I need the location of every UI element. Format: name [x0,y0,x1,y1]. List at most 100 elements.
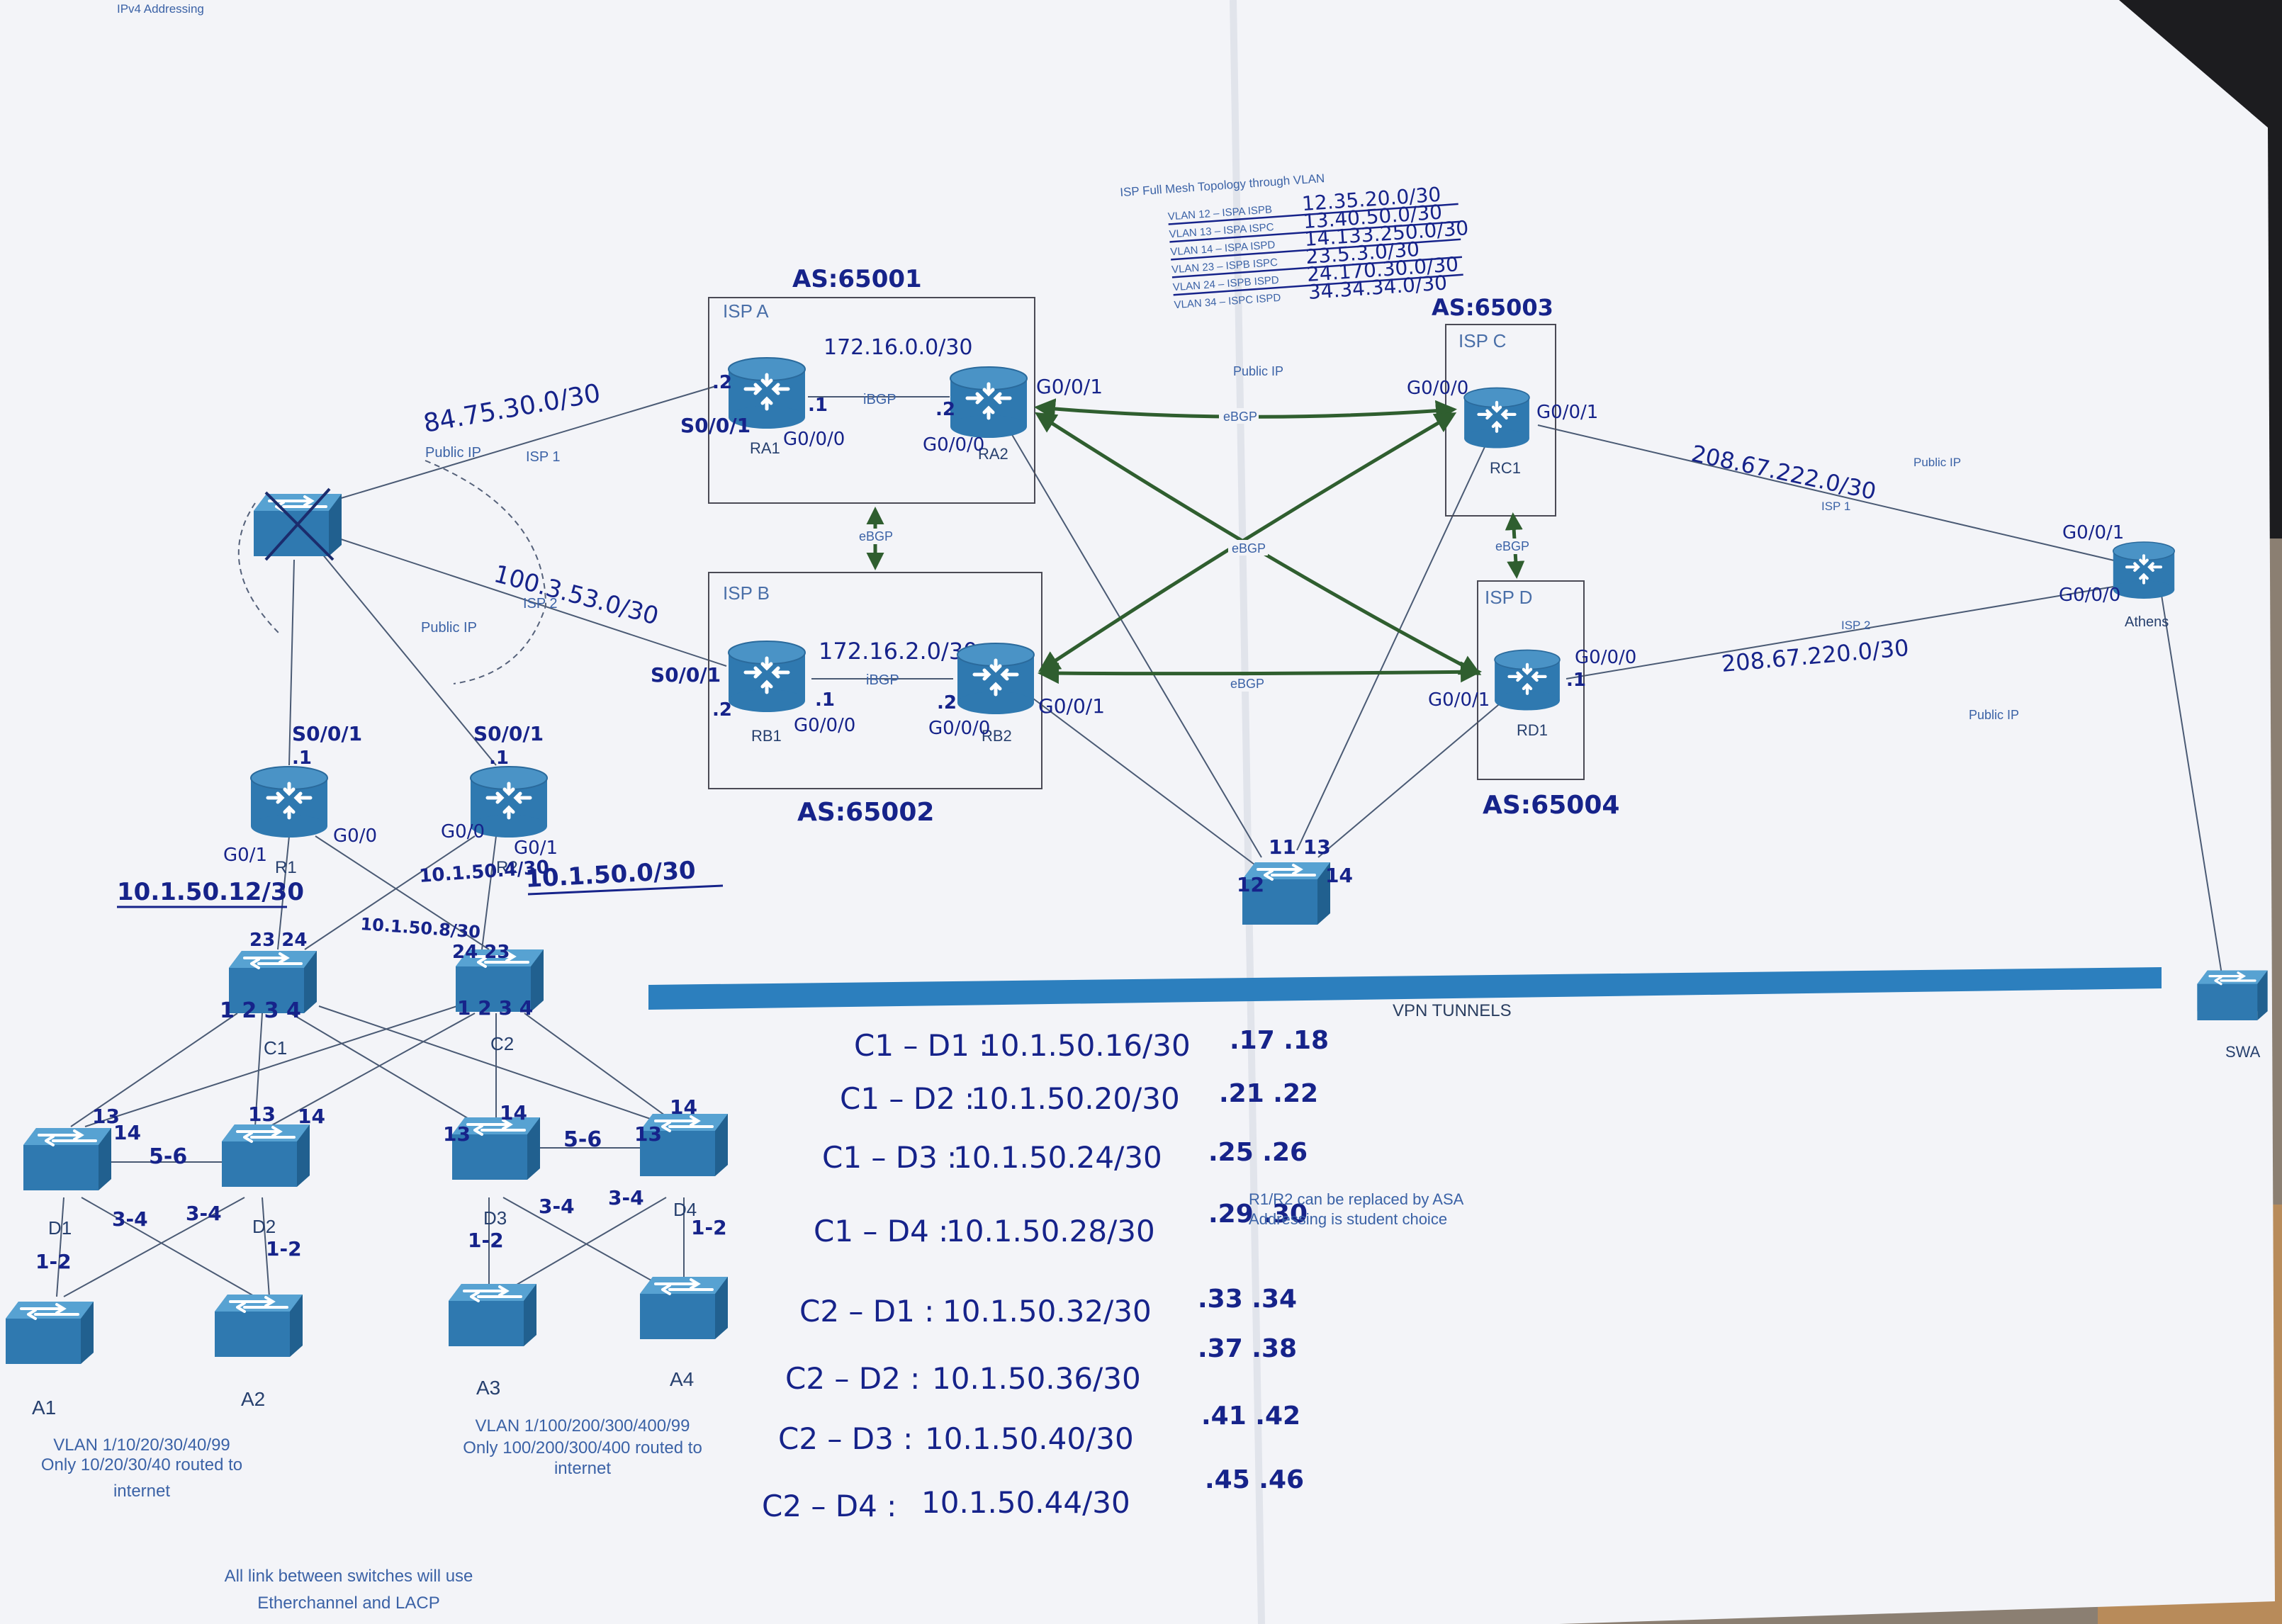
port-34: 3-4 [186,1202,222,1225]
rb2-port: G0/0/0 [928,718,990,739]
isp-a-subnet: 172.16.0.0/30 [824,335,973,360]
router-r1[interactable] [251,767,327,838]
switch-a1[interactable] [4,1300,95,1365]
isp-c-title: ISP C [1458,330,1506,351]
dot-1: .1 [815,689,835,711]
port-14: 14 [298,1105,325,1128]
d-pair-12: 5-6 [149,1144,187,1169]
label-r2: R2 [496,858,518,877]
isp-b-as: AS:65002 [797,798,934,827]
tunnel-net: 10.1.50.32/30 [943,1294,1152,1329]
public-ip-label: Public IP [1233,364,1283,378]
label-athens: Athens [2125,614,2169,630]
port-34: 3-4 [112,1207,148,1231]
c2-uplinks: 24 23 [452,942,510,963]
dot-2: .2 [712,699,732,721]
port-13: 13 [248,1103,276,1126]
isp-b-title: ISP B [723,582,770,604]
port-34: 3-4 [539,1195,575,1218]
label-swa: SWA [2225,1043,2261,1061]
isp-c-as: AS:65003 [1432,294,1553,321]
switch-a2[interactable] [213,1293,304,1358]
vpn-banner-title: VPN TUNNELS [1393,1001,1512,1020]
d-pair-34: 5-6 [563,1127,602,1152]
vlan-note-left: VLAN 1/10/20/30/40/99 [53,1436,230,1455]
isp1-right-label: ISP 1 [1821,500,1850,513]
asa-note: Addressing is student choice [1249,1210,1447,1228]
tunnel-net: 10.1.50.44/30 [921,1485,1130,1520]
vlan-note-right: VLAN 1/100/200/300/400/99 [476,1416,690,1436]
port-12: 1-2 [35,1250,72,1273]
doc-header: IPv4 Addressing [117,2,204,16]
isp-b-subnet: 172.16.2.0/30 [819,638,978,665]
port-13: 13 [634,1122,662,1146]
label-ra2: RA2 [978,445,1008,463]
router-ra2[interactable] [950,367,1027,438]
router-rd1[interactable] [1495,650,1560,711]
rd1-out-port: G0/0/0 [1575,647,1636,668]
port-14: 14 [670,1095,697,1119]
dot-1: .1 [489,748,509,769]
tunnel-net: 10.1.50.28/30 [946,1214,1155,1248]
switch-edge-crossed[interactable] [252,487,343,561]
port-12: 1-2 [691,1216,727,1239]
etherchannel-note: All link between switches will use [225,1567,473,1586]
label-d2: D2 [252,1216,276,1237]
label-a1: A1 [32,1397,56,1419]
router-rb2[interactable] [957,643,1034,714]
tunnel-pair: C2 – D2 : [785,1361,920,1396]
port-13: 13 [443,1122,471,1146]
vpn-tunnel-list: C1 – D1 : 10.1.50.16/30 .17 .18 C1 – D2 … [762,1026,1329,1523]
isp2-left-label: ISP 2 [523,596,558,611]
switch-a3[interactable] [447,1282,538,1348]
ra2-port: G0/0/0 [923,434,984,456]
switch-swa[interactable] [2196,969,2269,1022]
vpn-banner-bar [648,967,2162,1010]
athens-bottom-port: G0/0/0 [2059,585,2120,606]
public-ip-label: Public IP [1969,708,2019,722]
rc1-out-port: G0/0/1 [1536,402,1598,423]
isp-a-title: ISP A [723,300,769,322]
r1-left-port: G0/1 [223,845,267,866]
ra2-out-port: G0/0/1 [1036,375,1103,398]
tunnel-hosts: .21 .22 [1219,1079,1318,1108]
label-rb1: RB1 [751,727,782,745]
switch-a4[interactable] [639,1275,729,1341]
ebgp-label: eBGP [1230,677,1264,691]
r2-left-port: G0/0 [441,821,485,842]
label-rb2: RB2 [982,727,1012,745]
tunnel-net: 10.1.50.40/30 [925,1421,1134,1456]
label-c2: C2 [490,1033,514,1054]
switch-d2[interactable] [220,1123,311,1188]
tunnel-net: 10.1.50.16/30 [982,1028,1191,1063]
rd1-in-port: G0/0/1 [1428,689,1490,711]
sw-port-right: 14 [1325,864,1353,887]
tunnel-pair: C1 – D1 : [854,1028,989,1063]
label-d1: D1 [48,1217,72,1239]
router-rb1[interactable] [729,641,805,712]
rb1-port: G0/0/0 [794,715,855,736]
public-ip-label: Public IP [1913,456,1961,469]
tunnel-pair: C1 – D4 : [814,1214,948,1248]
switch-d1[interactable] [22,1127,113,1192]
port-14: 14 [113,1121,141,1144]
label-rd1: RD1 [1517,721,1548,739]
vlan-note-right: internet [554,1459,611,1478]
c1-ports: 1 2 3 4 [220,998,301,1023]
isp2-right-label: ISP 2 [1841,619,1870,632]
tunnel-net: 10.1.50.20/30 [971,1081,1180,1116]
router-athens[interactable] [2113,542,2174,599]
c1-uplinks: 23 24 [249,930,307,951]
tunnel-hosts: .29 .30 [1208,1200,1308,1229]
label-a4: A4 [670,1368,694,1390]
label-a2: A2 [241,1388,265,1410]
tunnel-pair: C2 – D3 : [778,1421,913,1456]
rb2-out-port: G0/0/1 [1038,694,1105,718]
tunnel-hosts: .45 .46 [1205,1465,1304,1494]
router-rc1[interactable] [1464,388,1529,449]
r2-right-port: G0/1 [514,838,558,859]
ebgp-label: eBGP [1223,410,1257,424]
r1-serial: S0/0/1 [292,722,362,745]
tunnel-hosts: .17 .18 [1230,1026,1329,1055]
